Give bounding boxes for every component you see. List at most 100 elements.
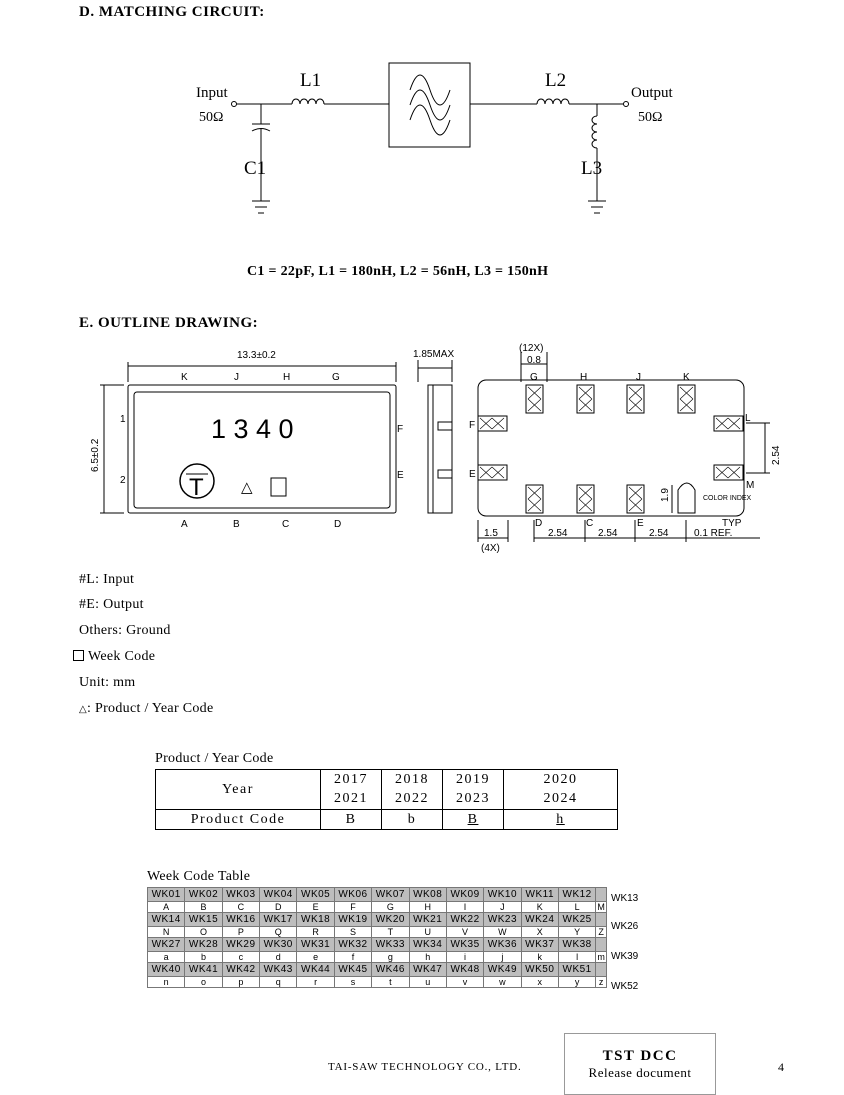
code-cell: W [483,926,522,938]
note-week-code: Week Code [73,649,155,665]
week-row-end-2: WK26 [611,921,639,932]
l1-label: L1 [300,70,321,91]
week-cell: WK04 [259,887,298,902]
width-dimension: 13.3±0.2 [237,350,276,361]
week-cell: WK09 [445,887,485,902]
code-cell: R [296,926,335,938]
code-cell: S [333,926,373,938]
code-cell: e [296,951,335,963]
note-others: Others: Ground [79,623,171,638]
release-stamp: TST DCC Release document [564,1033,716,1095]
edge-count: (4X) [481,543,500,554]
week-cell: WK34 [408,937,447,952]
color-index-label: COLOR INDEX [703,495,752,502]
code-cell: F [333,901,373,913]
pad-label-e-bottom: E [637,518,644,529]
week-cell: WK31 [296,937,335,952]
code-cell: M [595,901,607,913]
c1-label: C1 [244,158,266,179]
week-cell-last [595,912,607,927]
pad-label-k: K [683,372,690,383]
code-cell: x [520,976,559,988]
code-cell: E [296,901,335,913]
input-label: Input [196,85,228,101]
code-cell: J [483,901,522,913]
week-cell: WK22 [445,912,485,927]
left-mark-1: 1 [120,414,126,425]
code-cell: H [408,901,447,913]
code-cell: U [408,926,447,938]
year-triangle-mark: △ [241,479,253,496]
week-cell: WK16 [221,912,261,927]
year-header: Year [155,769,321,810]
week-cell: WK23 [483,912,522,927]
right-pin-e: E [397,470,404,481]
week-cell: WK33 [371,937,410,952]
week-cell: WK51 [557,962,597,977]
week-cell: WK01 [146,887,186,902]
week-cell: WK32 [333,937,373,952]
week-cell: WK05 [296,887,335,902]
week-cell: WK30 [259,937,298,952]
pitch-dimension-1: 2.54 [548,528,568,539]
code-cell: h [408,951,447,963]
code-cell: q [259,976,298,988]
height-dimension: 6.5±0.2 [90,438,101,472]
typ-label: TYP [722,518,742,529]
edge-dimension: 1.5 [484,528,498,539]
week-cell: WK48 [445,962,485,977]
week-code-table-title: Week Code Table [147,869,251,884]
code-cell: K [520,901,559,913]
week-cell: WK36 [483,937,522,952]
pad-label-m: M [746,480,754,491]
code-cell: t [371,976,410,988]
note-unit: Unit: mm [79,675,136,690]
year-cell: 2018 [381,769,443,790]
code-cell: O [184,926,223,938]
part-marking: 1 3 4 0 [211,414,294,444]
week-cell: WK25 [557,912,597,927]
code-cell: k [520,951,559,963]
release-document-label: Release document [588,1065,692,1080]
week-cell: WK24 [520,912,559,927]
code-cell: G [371,901,410,913]
week-cell: WK08 [408,887,447,902]
week-cell: WK47 [408,962,447,977]
bottom-pin-a: A [181,519,188,530]
pad-label-e: E [469,469,476,480]
product-year-table-title: Product / Year Code [155,751,274,766]
company-name: TAI-SAW TECHNOLOGY CO., LTD. [328,1061,522,1073]
week-cell-last [595,962,607,977]
week-cell: WK37 [520,937,559,952]
code-cell: p [221,976,261,988]
top-pin-h: H [283,372,290,383]
code-cell: P [221,926,261,938]
code-cell: b [184,951,223,963]
code-cell: i [445,951,485,963]
week-code-label: Week Code [88,649,156,664]
code-cell: N [146,926,186,938]
week-cell: WK40 [146,962,186,977]
bottom-pin-b: B [233,519,240,530]
tst-dcc-label: TST DCC [602,1048,678,1064]
code-cell: r [296,976,335,988]
code-cell: g [371,951,410,963]
pad-length-dimension: 1.9 [660,488,671,502]
week-row-end-4: WK52 [611,981,639,992]
week-cell: WK20 [371,912,410,927]
code-cell: v [445,976,485,988]
year-cell: 2019 [442,769,504,790]
note-pin-l: #L: Input [79,572,135,587]
code-cell: w [483,976,522,988]
week-cell: WK44 [296,962,335,977]
l2-label: L2 [545,70,566,91]
outline-drawing-title: E. OUTLINE DRAWING: [79,315,259,331]
side-pitch-dimension: 2.54 [771,445,782,465]
product-code-cell: B [320,809,382,830]
